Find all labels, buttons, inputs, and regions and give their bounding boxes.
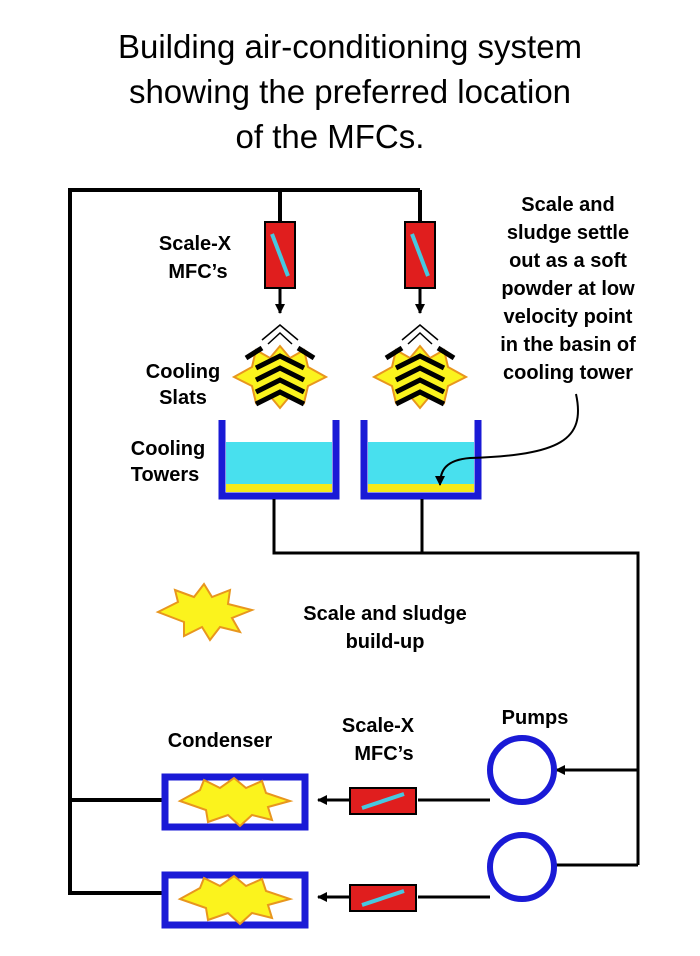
slats-label-2: Slats	[159, 387, 207, 409]
tower-outlet-pipe	[272, 499, 640, 867]
towers-label-2: Towers	[131, 464, 200, 486]
mfc-bottom-bottom	[349, 884, 417, 912]
spray-arrows	[275, 288, 425, 314]
mfc-bottom-label-2: MFC’s	[354, 743, 413, 765]
note-line-2: sludge settle	[507, 222, 629, 244]
note-line-6: in the basin of	[500, 334, 636, 356]
note-pointer-arrow	[435, 393, 579, 486]
pump-outlet-pipes	[317, 795, 490, 902]
cooling-tower-left	[218, 420, 340, 500]
towers-label-1: Cooling	[131, 438, 205, 460]
pumps-label: Pumps	[502, 707, 569, 729]
slats-label-1: Cooling	[146, 361, 220, 383]
note-line-5: velocity point	[504, 306, 633, 328]
note-line-7: cooling tower	[503, 362, 633, 384]
note-line-4: powder at low	[501, 278, 635, 300]
title-line-1: Building air-conditioning system	[118, 28, 582, 65]
mfc-top-left	[264, 221, 296, 289]
pump-bottom	[487, 832, 557, 902]
cooling-slats-right	[371, 344, 469, 410]
cooling-slats-left	[231, 344, 329, 410]
condenser-top	[161, 773, 309, 831]
title-line-2: showing the preferred location	[129, 73, 571, 110]
note-line-3: out as a soft	[509, 250, 627, 272]
legend-label-2: build-up	[346, 631, 425, 653]
legend-burst	[155, 582, 256, 642]
return-pipe	[68, 188, 422, 895]
cooling-tower-right	[360, 420, 482, 500]
title-line-3: of the MFCs.	[236, 118, 425, 155]
mfc-bottom-label-1: Scale-X	[342, 715, 415, 737]
mfc-top-right	[404, 221, 436, 289]
note-line-1: Scale and	[521, 194, 614, 216]
mfc-top-label-1: Scale-X	[159, 233, 232, 255]
condenser-bottom	[161, 871, 309, 929]
spray-nozzles	[261, 324, 439, 345]
legend-label-1: Scale and sludge	[303, 603, 466, 625]
settling-note: Scale and sludge settle out as a soft po…	[500, 194, 636, 384]
condenser-label: Condenser	[168, 730, 273, 752]
mfc-top-label-2: MFC’s	[168, 261, 227, 283]
mfc-bottom-top	[349, 787, 417, 815]
pump-top	[487, 735, 557, 805]
